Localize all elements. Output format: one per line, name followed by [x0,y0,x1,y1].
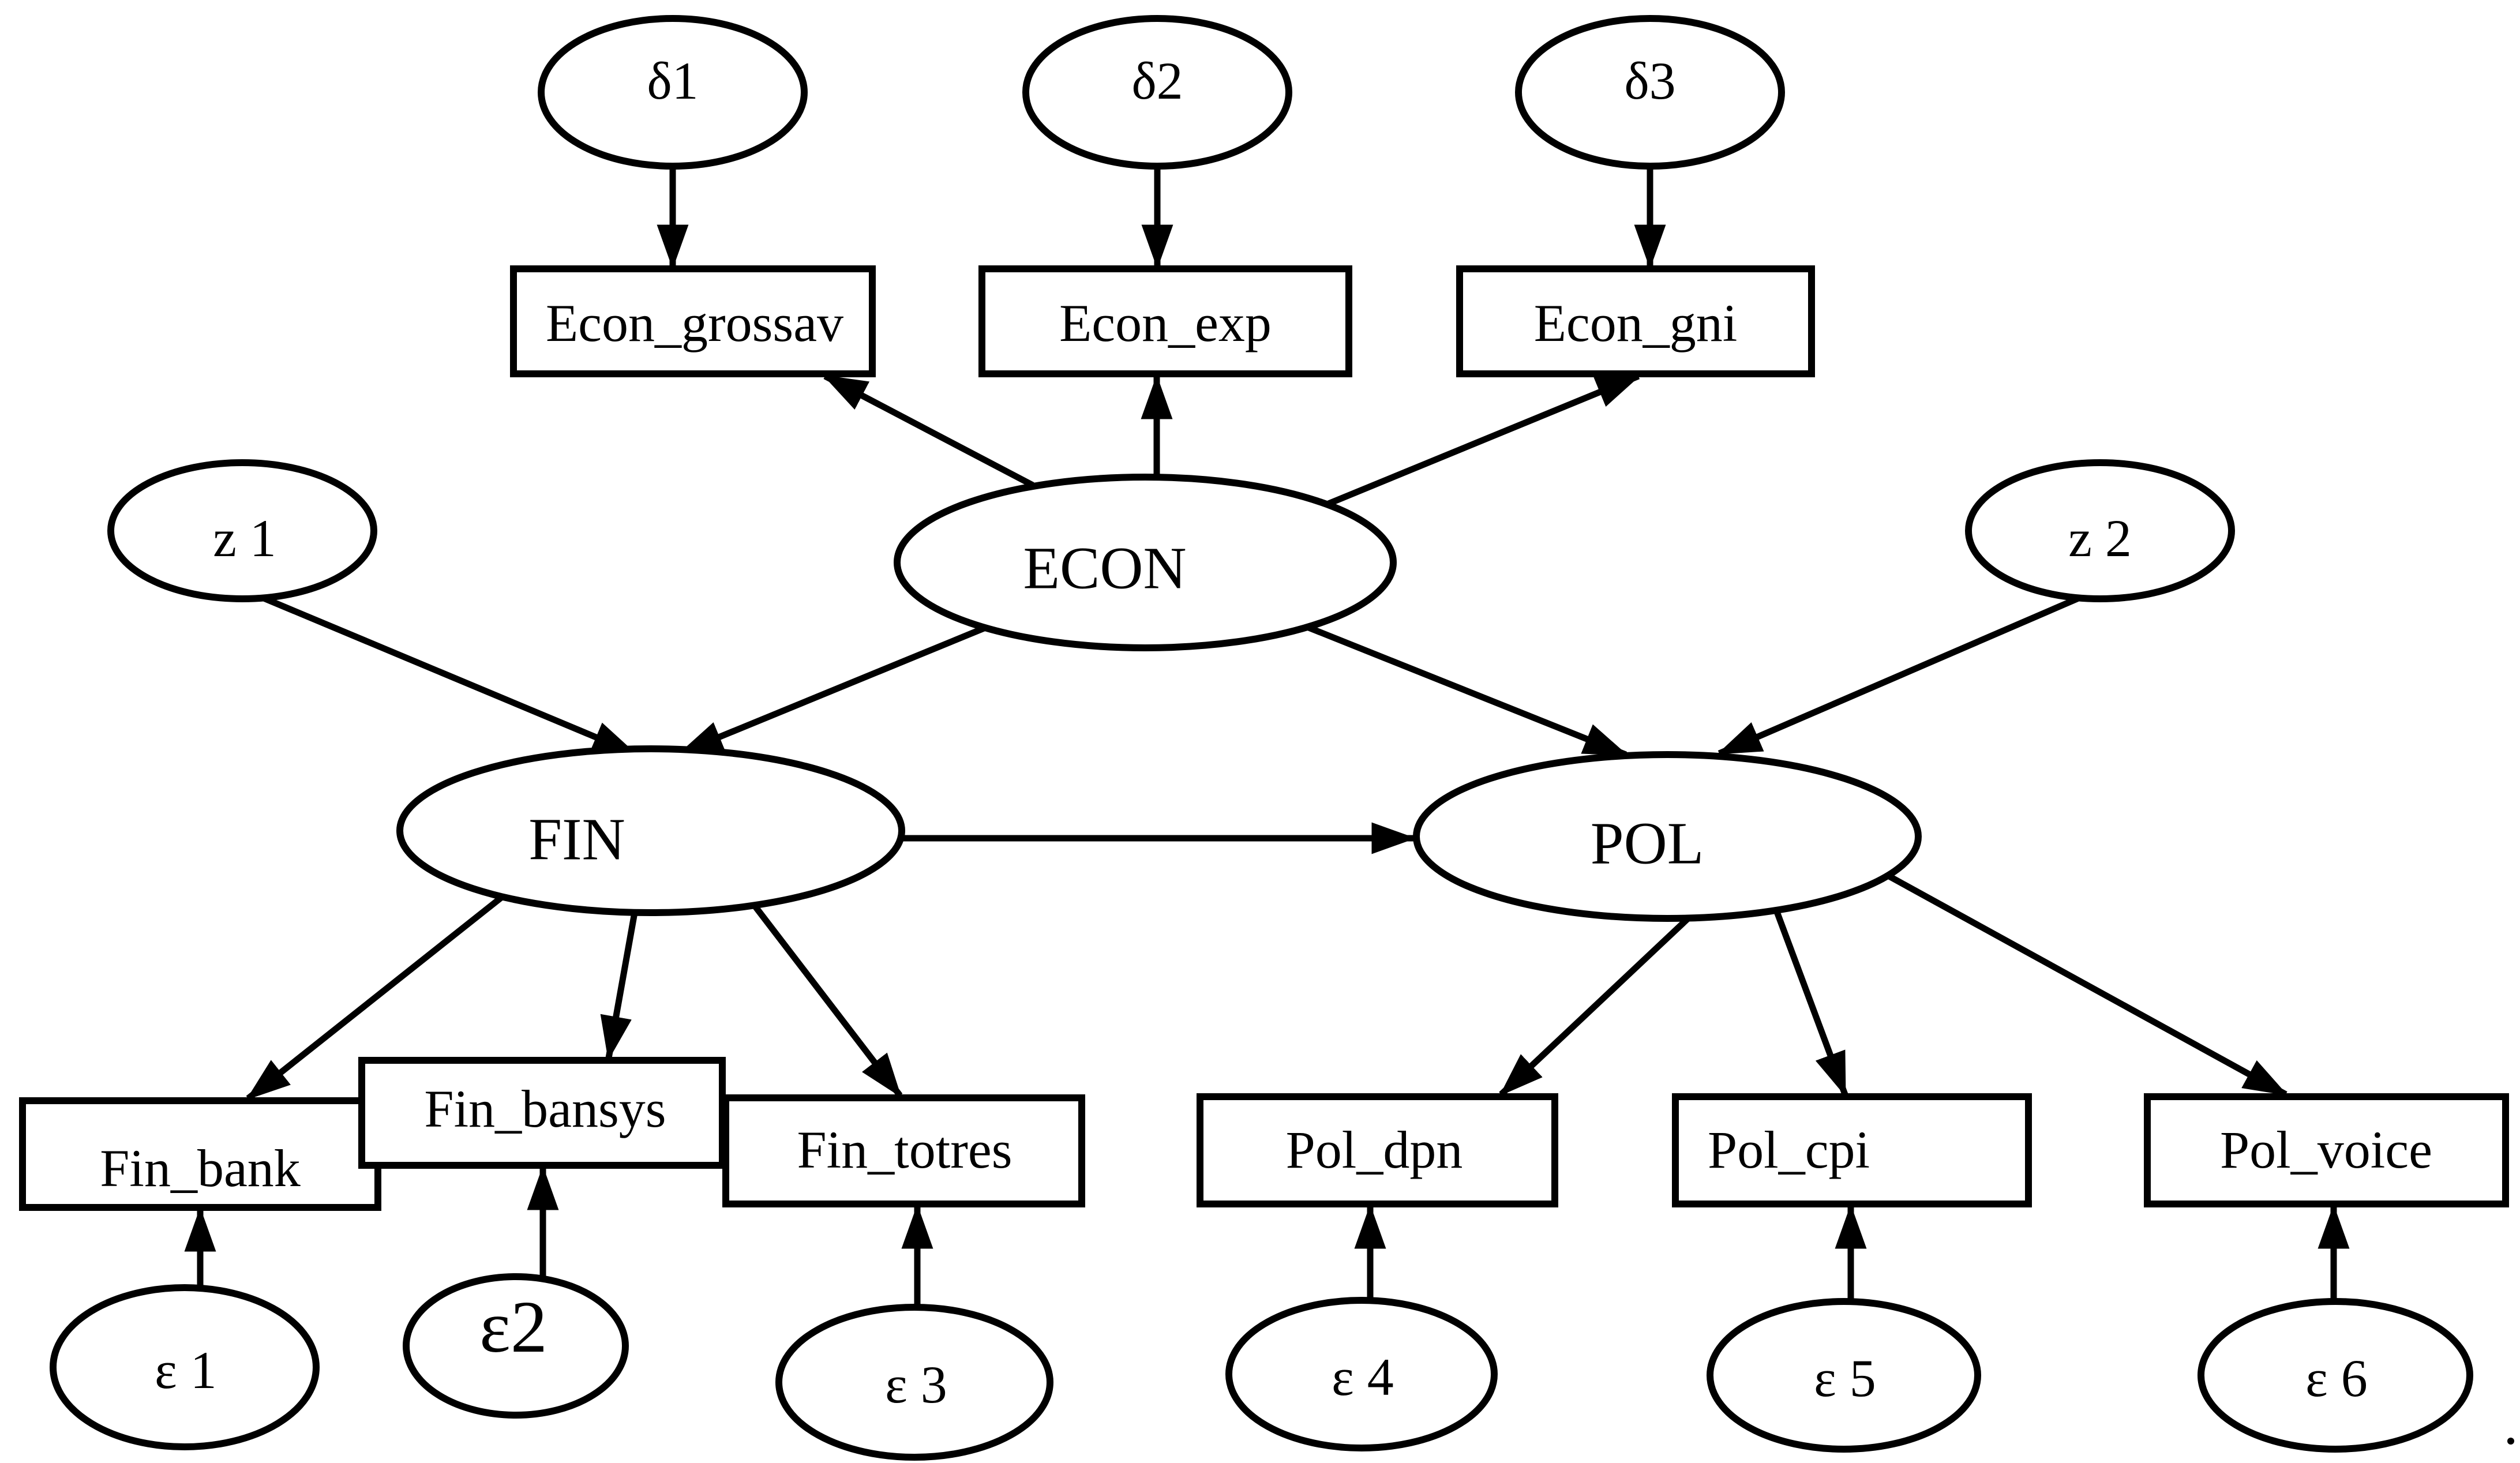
pol-dpn-label: Pol_dpn [1286,1120,1463,1179]
eps6-label: ε 6 [2305,1349,2368,1408]
edge-pol-to-pol-cpi [1773,909,1848,1097]
econ-label: ECON [1023,535,1186,602]
fin-totres-label: Fin_totres [797,1120,1012,1179]
eps4-ellipse [1225,1297,1498,1451]
econ-ellipse [894,474,1397,651]
delta3-ellipse [1515,15,1785,170]
pol-ellipse [1413,751,1922,922]
eps3-ellipse [775,1304,1053,1461]
delta2-ellipse [1022,15,1292,170]
fin-label: FIN [528,806,625,873]
eps6-ellipse [2198,1298,2473,1453]
node-eps1: ε 1 [50,1284,320,1450]
econ-exp-box [978,265,1352,377]
econ-exp-label: Econ_exp [1059,294,1272,352]
pol-dpn-box [1197,1093,1558,1207]
edge-econ-to-pol [1306,624,1629,758]
pol-cpi-label: Pol_cpi [1708,1120,1870,1179]
fin-bansys-label: Fin_bansys [424,1079,666,1138]
z2-label: z 2 [2068,509,2132,568]
pol-cpi-box [1672,1093,2032,1207]
node-eps4: ε 4 [1225,1297,1498,1451]
delta2-label: δ2 [1131,51,1183,110]
fin-totres-box [722,1094,1085,1207]
node-pol-dpn: Pol_dpn [1197,1093,1558,1207]
edge-pol-to-pol-dpn [1499,916,1690,1097]
node-z2: z 2 [1965,459,2235,602]
z1-label: z 1 [213,509,276,568]
node-econ-exp: Econ_exp [978,265,1352,377]
eps5-ellipse [1707,1298,1981,1453]
edge-econ-to-econ-grossav [823,373,1034,488]
fin-ellipse [396,745,905,916]
econ-grossav-box [510,265,876,377]
pol-voice-label: Pol_voice [2220,1120,2432,1179]
node-eps6: ε 6 [2198,1298,2473,1453]
eps2-label: ε2 [479,1286,548,1368]
edge-z1-to-fin [261,594,638,757]
node-econ-grossav: Econ_grossav [510,265,876,377]
node-pol-voice: Pol_voice [2144,1093,2509,1207]
node-pol: POL [1413,751,1922,922]
node-z1: z 1 [107,459,377,602]
node-fin-bank: Fin_bank [19,1097,381,1211]
fin-bank-label: Fin_bank [100,1139,301,1198]
econ-gni-label: Econ_gni [1534,294,1738,352]
node-eps5: ε 5 [1707,1298,1981,1453]
edge-econ-to-econ-gni [1324,373,1641,508]
eps1-label: ε 1 [155,1341,217,1400]
nodes-layer: δ1 δ2 δ3 Econ_grossav Econ_exp Econ_gni … [19,15,2514,1461]
delta1-label: δ1 [647,51,698,110]
econ-grossav-label: Econ_grossav [546,294,843,352]
node-pol-cpi: Pol_cpi [1672,1093,2032,1207]
edge-z2-to-pol [1716,594,2082,757]
edge-fin-to-fin-bansys [600,912,638,1061]
eps1-ellipse [50,1284,320,1450]
node-econ: ECON [894,474,1397,651]
node-eps3: ε 3 [775,1304,1053,1461]
pol-voice-box [2144,1093,2509,1207]
edges-layer [184,166,2350,1307]
edge-fin-to-fin-bank [246,894,504,1101]
delta1-ellipse [538,15,808,170]
node-fin-bansys: Fin_bansys [358,1057,726,1169]
econ-gni-box [1456,265,1815,377]
eps4-label: ε 4 [1332,1348,1394,1406]
node-delta1: δ1 [538,15,808,170]
edge-fin-to-fin-totres [752,903,903,1098]
delta3-label: δ3 [1624,51,1675,110]
eps5-label: ε 5 [1814,1349,1876,1408]
node-delta2: δ2 [1022,15,1292,170]
stray-dot [2507,1438,2514,1445]
edge-pol-to-pol-voice [1885,872,2288,1097]
node-fin: FIN [396,745,905,916]
node-delta3: δ3 [1515,15,1785,170]
z1-ellipse [107,459,377,602]
node-fin-totres: Fin_totres [722,1094,1085,1207]
edge-econ-to-fin [678,624,987,756]
pol-label: POL [1591,811,1704,877]
eps3-label: ε 3 [885,1355,947,1414]
z2-ellipse [1965,459,2235,602]
fin-bank-box [19,1097,381,1211]
node-econ-gni: Econ_gni [1456,265,1815,377]
node-eps2: ε2 [403,1273,629,1419]
eps2-ellipse [403,1273,629,1419]
